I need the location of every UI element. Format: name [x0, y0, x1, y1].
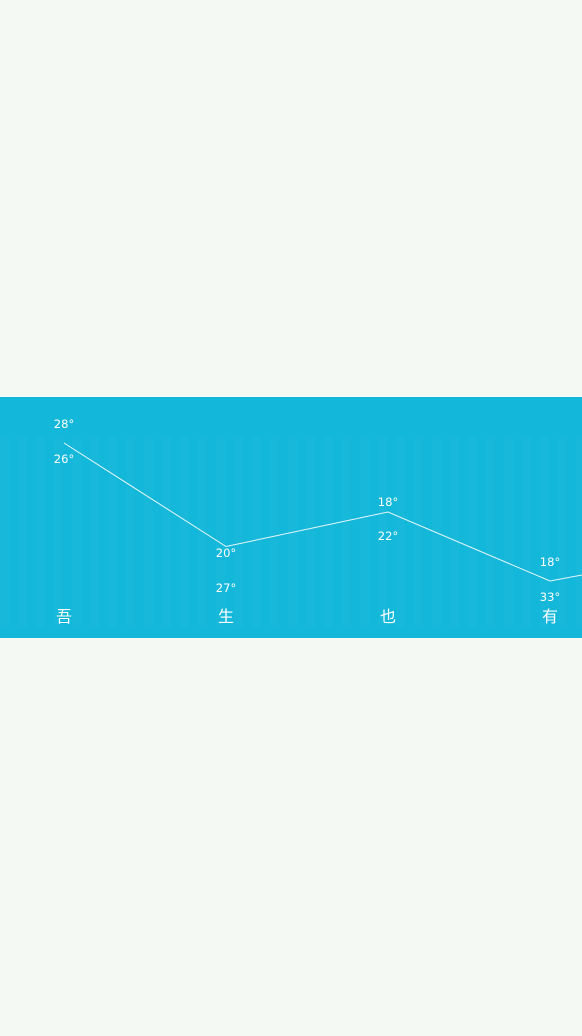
- chart-stripe: [126, 437, 135, 627]
- day-1-high-temp: 28°: [53, 417, 75, 431]
- day-4-label: 有: [541, 607, 559, 626]
- chart-stripe: [522, 437, 531, 627]
- day-4-high-temp: 18°: [539, 555, 561, 569]
- chart-stripe: [306, 437, 315, 627]
- day-1-label: 吾: [55, 607, 73, 626]
- blank-area-bottom: [0, 638, 582, 1036]
- temperature-trend-line: [63, 442, 582, 582]
- chart-stripe: [252, 437, 261, 627]
- chart-stripe: [468, 437, 477, 627]
- chart-stripe: [216, 437, 225, 627]
- day-2-low-temp: 27°: [215, 581, 237, 595]
- chart-stripe: [144, 437, 153, 627]
- chart-stripe: [234, 437, 243, 627]
- chart-stripe: [360, 437, 369, 627]
- day-4-low-temp: 33°: [539, 590, 561, 604]
- chart-stripe: [576, 437, 582, 627]
- chart-stripe: [270, 437, 279, 627]
- chart-stripe: [108, 437, 117, 627]
- chart-stripe: [90, 437, 99, 627]
- chart-stripe: [504, 437, 513, 627]
- chart-stripe: [342, 437, 351, 627]
- blank-area-top: [0, 0, 582, 397]
- day-2-label: 生: [217, 607, 235, 626]
- chart-stripe: [414, 437, 423, 627]
- chart-stripe: [486, 437, 495, 627]
- temperature-trend-chart: [0, 437, 582, 627]
- chart-stripe: [18, 437, 27, 627]
- chart-background-stripes: [0, 437, 582, 627]
- forecast-panel[interactable]: 28° 26° 吾 20° 27° 生 18° 22° 也 18° 33° 有: [0, 397, 582, 638]
- chart-stripe: [450, 437, 459, 627]
- chart-stripe: [162, 437, 171, 627]
- day-3-high-temp: 18°: [377, 495, 399, 509]
- chart-stripe: [180, 437, 189, 627]
- day-3-low-temp: 22°: [377, 529, 399, 543]
- chart-stripe: [36, 437, 45, 627]
- day-2-high-temp: 20°: [215, 546, 237, 560]
- chart-stripe: [432, 437, 441, 627]
- chart-stripe: [324, 437, 333, 627]
- chart-stripe: [0, 437, 9, 627]
- day-3-label: 也: [379, 607, 397, 626]
- day-1-low-temp: 26°: [53, 452, 75, 466]
